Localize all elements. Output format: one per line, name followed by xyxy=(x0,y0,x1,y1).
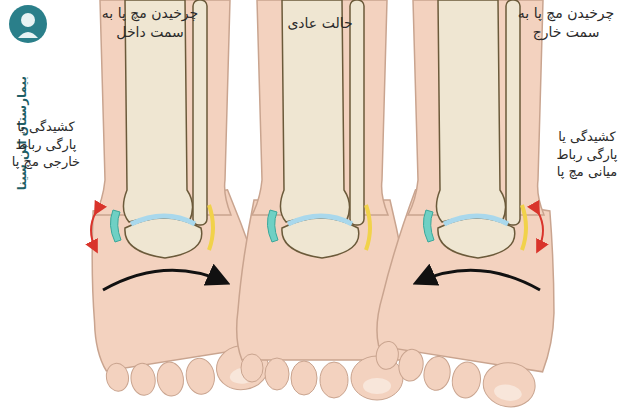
pose-heading: چرخیدن مچ پا به سمت داخل xyxy=(90,4,210,42)
pose-heading: حالت عادی xyxy=(270,14,370,33)
logo-mark xyxy=(9,5,47,43)
injury-label: کشیدگی یا پارگی رباط خارجی مچ پا xyxy=(4,118,88,171)
pose-heading: چرخیدن مچ پا به سمت خارج xyxy=(506,4,626,42)
injury-label: کشیدگی یا پارگی رباط میانی مچ پا xyxy=(548,128,626,181)
